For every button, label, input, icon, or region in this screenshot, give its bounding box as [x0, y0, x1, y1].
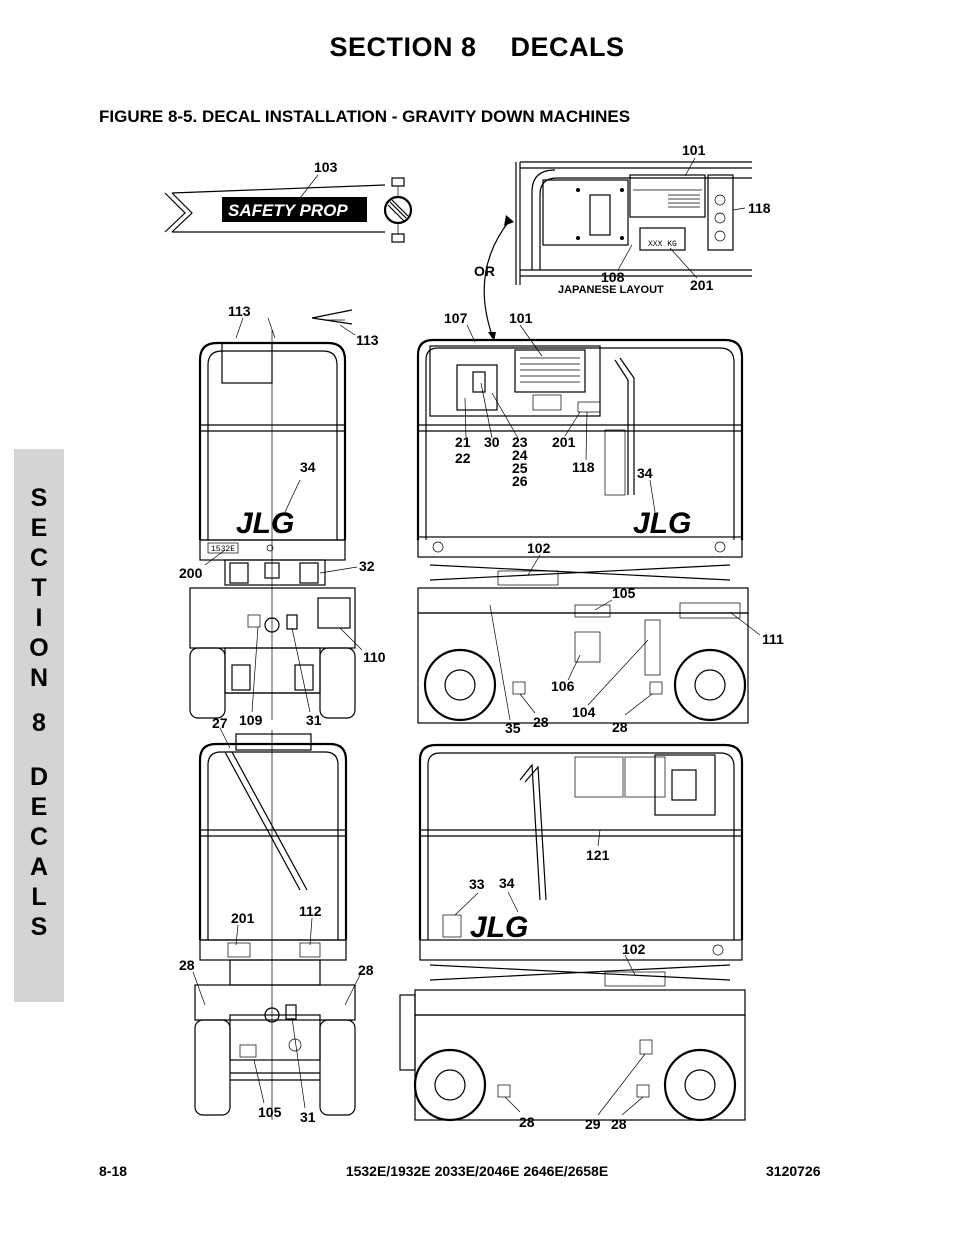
callout-113b: 113 — [356, 332, 379, 348]
callout-121: 121 — [586, 847, 610, 863]
tab-letter: C — [29, 544, 49, 572]
callout-101b: 101 — [509, 310, 533, 326]
callout-34a: 34 — [300, 459, 316, 475]
tab-letter: C — [29, 823, 49, 851]
callout-25: 25 — [512, 460, 528, 476]
callout-34c: 34 — [499, 875, 515, 891]
page-number: 8-18 — [99, 1163, 128, 1179]
weight-decal-text: XXX KG — [648, 240, 677, 249]
tab-letter: 8 — [32, 709, 46, 737]
callout-103: 103 — [314, 159, 338, 175]
figure-title: FIGURE 8-5. DECAL INSTALLATION - GRAVITY… — [99, 107, 631, 126]
callout-108: 108 — [601, 269, 625, 285]
side-view-lower: JLG 121 33 34 102 28 29 28 — [399, 743, 746, 1132]
callout-28d: 28 — [358, 962, 374, 978]
or-label: OR — [474, 263, 495, 279]
tab-letter: D — [29, 763, 49, 791]
tab-letter: S — [30, 484, 48, 512]
callout-28a: 28 — [533, 714, 549, 730]
side-view-upper: JLG 107 101 21 22 30 23 24 25 26 201 — [416, 310, 784, 736]
callout-111: 111 — [762, 631, 784, 647]
callout-30: 30 — [484, 434, 500, 450]
callout-102b: 102 — [622, 941, 646, 957]
tab-letter: E — [30, 514, 48, 542]
japanese-layout-inset: XXX KG 101 118 108 201 JAPANESE LAYOUT O… — [474, 142, 771, 341]
callout-28b: 28 — [612, 719, 628, 735]
callout-32: 32 — [359, 558, 375, 574]
tab-letter: S — [30, 913, 48, 941]
safety-prop-decal-text: SAFETY PROP — [228, 201, 348, 220]
callout-23: 23 — [512, 434, 528, 450]
jlg-logo-2: JLG — [633, 507, 691, 540]
section-name: DECALS — [510, 32, 625, 62]
callout-118b: 118 — [572, 459, 595, 475]
callout-106: 106 — [551, 678, 575, 694]
callout-201a: 201 — [690, 277, 714, 293]
callout-200: 200 — [179, 565, 203, 581]
rear-view-lower: 27 201 112 28 28 105 31 — [179, 715, 374, 1125]
callout-110: 110 — [363, 649, 386, 665]
callout-27: 27 — [212, 715, 228, 731]
rear-view-upper: JLG 1532E 113 113 34 200 32 110 — [179, 303, 386, 728]
callout-28c: 28 — [179, 957, 195, 973]
callout-26: 26 — [512, 473, 528, 489]
callout-34b: 34 — [637, 465, 653, 481]
jlg-logo-3: JLG — [470, 911, 528, 944]
document-number: 3120726 — [766, 1163, 821, 1179]
callout-118a: 118 — [748, 200, 771, 216]
tab-letter: I — [35, 604, 43, 632]
callout-101a: 101 — [682, 142, 706, 158]
callout-109: 109 — [239, 712, 263, 728]
callout-105a: 105 — [612, 585, 636, 601]
japanese-layout-label: JAPANESE LAYOUT — [558, 284, 664, 296]
tab-letter: T — [31, 574, 47, 602]
callout-29: 29 — [585, 1116, 601, 1132]
section-title: SECTION 8 DECALS — [0, 32, 954, 63]
callout-21: 21 — [455, 434, 471, 450]
callout-28e: 28 — [519, 1114, 535, 1130]
jlg-logo-1: JLG — [236, 507, 294, 540]
callout-28f: 28 — [611, 1116, 627, 1132]
tab-letter: A — [29, 853, 49, 881]
callout-107: 107 — [444, 310, 468, 326]
callout-22: 22 — [455, 450, 471, 466]
section-label: SECTION 8 — [329, 32, 477, 62]
tab-letter: E — [30, 793, 48, 821]
tab-letter: N — [29, 664, 49, 692]
model-plate-text: 1532E — [211, 545, 235, 554]
callout-113a: 113 — [228, 303, 251, 319]
callout-33: 33 — [469, 876, 485, 892]
callout-201c: 201 — [231, 910, 255, 926]
callout-102a: 102 — [527, 540, 551, 556]
callout-35: 35 — [505, 720, 521, 736]
callout-201b: 201 — [552, 434, 576, 450]
callout-104: 104 — [572, 704, 596, 720]
model-list: 1532E/1932E 2033E/2046E 2646E/2658E — [345, 1163, 609, 1179]
callout-112: 112 — [299, 903, 322, 919]
callout-31a: 31 — [306, 712, 322, 728]
callout-105b: 105 — [258, 1104, 282, 1120]
safety-prop-illustration: SAFETY PROP 103 — [164, 159, 413, 243]
callout-24: 24 — [512, 447, 528, 463]
tab-letter: L — [31, 883, 47, 911]
tab-letter: O — [29, 634, 49, 662]
section-side-tab: S E C T I O N 8 D E C A L S — [14, 449, 64, 1002]
callout-31b: 31 — [300, 1109, 316, 1125]
